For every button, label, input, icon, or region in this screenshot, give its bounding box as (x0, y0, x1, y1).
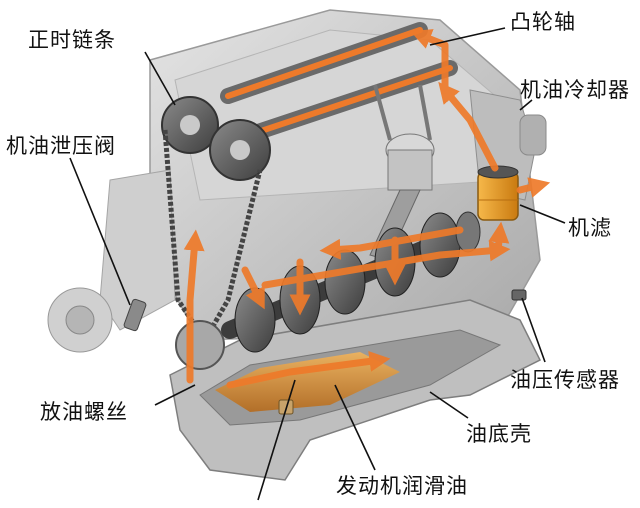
leader-lines (69, 27, 566, 501)
oil-flow-arrow (410, 29, 449, 94)
oil-flow-arrow (226, 350, 391, 389)
label-oil-pan: 油底壳 (466, 422, 532, 446)
oil-flow-arrow (516, 177, 551, 198)
oil-flow-arrow (319, 226, 464, 260)
leader-relief-valve (69, 157, 131, 306)
leader-engine-oil-2 (257, 379, 296, 501)
label-drain-plug: 放油螺丝 (40, 400, 128, 424)
label-oil-pressure-sensor: 油压传感器 (510, 368, 620, 392)
leader-oil-cooler (519, 99, 533, 111)
oil-flow-arrow (241, 266, 265, 310)
leader-drain-plug (154, 384, 196, 406)
label-engine-oil: 发动机润滑油 (336, 474, 468, 498)
oil-flow-arrow (438, 81, 499, 172)
oil-flow-arrow (488, 221, 510, 254)
leader-engine-oil (334, 384, 376, 471)
label-timing-chain: 正时链条 (28, 28, 116, 52)
oil-flow-paths (183, 29, 551, 389)
label-oil-cooler: 机油冷却器 (520, 78, 630, 102)
leader-timing-chain (144, 51, 176, 106)
oil-filter (477, 165, 519, 221)
oil-flow-arrow (183, 229, 205, 384)
relief-valve-shape (123, 298, 147, 332)
oil-flow-arrow (261, 240, 511, 289)
label-camshaft: 凸轮轴 (510, 10, 576, 34)
leader-oil-filter (519, 204, 566, 224)
oil-pressure-sensor-shape (511, 289, 527, 301)
label-oil-relief-valve: 机油泄压阀 (6, 134, 116, 158)
leader-camshaft (429, 27, 506, 46)
label-oil-filter: 机滤 (568, 216, 612, 240)
camshafts (220, 22, 458, 140)
leader-oil-pressure-sensor (521, 297, 546, 363)
leader-oil-pan (429, 391, 469, 419)
